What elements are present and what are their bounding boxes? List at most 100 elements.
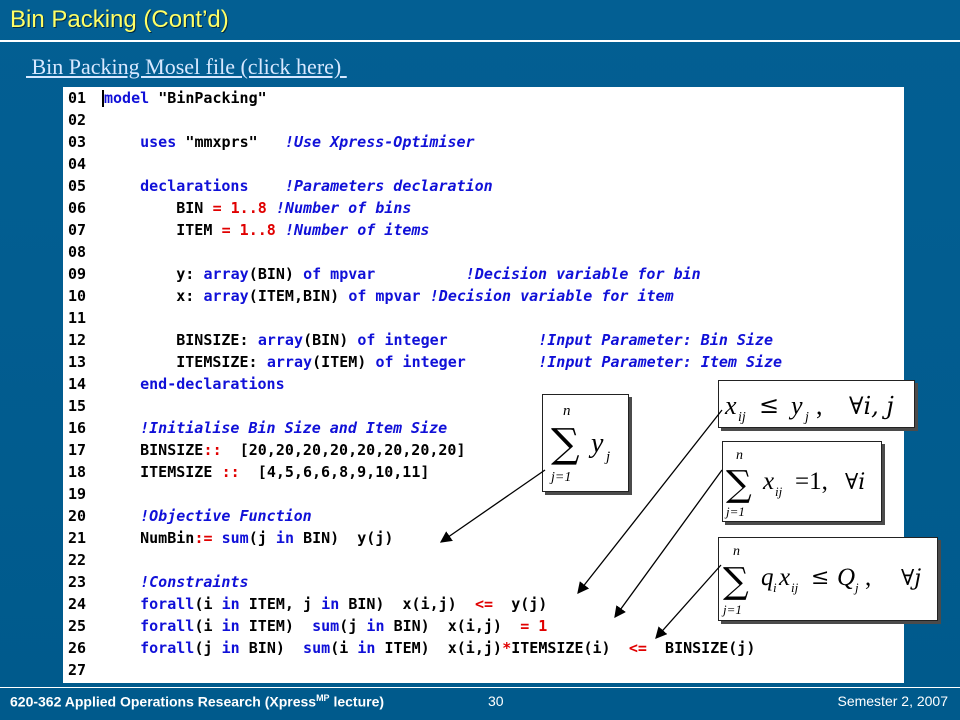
code-keyword: array — [257, 353, 313, 371]
line-number: 14 — [68, 375, 87, 393]
code-line: 05 declarations !Parameters declaration — [63, 175, 904, 197]
code-line: 07 ITEM = 1..8 !Number of items — [63, 219, 904, 241]
line-number: 27 — [68, 661, 87, 679]
line-number: 03 — [68, 133, 87, 151]
code-operator: = 1..8 — [203, 199, 267, 217]
code-keyword: array — [194, 287, 249, 305]
forall-quantifier: ∀j — [901, 566, 921, 591]
sum-lower-limit: j=1 — [721, 602, 742, 617]
code-text: ITEM) — [239, 617, 294, 635]
code-keyword: array — [248, 331, 303, 349]
code-text: BIN) y(j) — [294, 529, 394, 547]
code-text: x: — [104, 287, 195, 305]
x-subscript: ij — [738, 410, 746, 425]
line-number: 19 — [68, 485, 87, 503]
code-keyword: in — [266, 529, 294, 547]
formula-assignment-svg: n ∑ j=1 x ij =1, ∀i — [724, 448, 865, 519]
code-text: ITEM, j — [239, 595, 312, 613]
code-line: 14 end-declarations — [63, 373, 904, 395]
sigma-symbol: ∑ — [723, 561, 749, 602]
code-line: 10 x: array(ITEM,BIN) of mpvar !Decision… — [63, 285, 904, 307]
code-keyword: of integer — [366, 353, 466, 371]
x-subscript: ij — [775, 484, 783, 499]
code-line: 18 ITEMSIZE :: [4,5,6,6,8,9,10,11] — [63, 461, 904, 483]
code-text: y(j) — [493, 595, 548, 613]
y-var: y — [788, 391, 803, 420]
code-line: 22 — [63, 549, 904, 571]
x-var: x — [724, 391, 737, 420]
code-text: (i — [194, 595, 213, 613]
code-keyword: in — [312, 595, 340, 613]
line-number: 15 — [68, 397, 87, 415]
text-caret — [102, 90, 104, 107]
line-number: 05 — [68, 177, 87, 195]
code-line: 16 !Initialise Bin Size and Item Size — [63, 417, 904, 439]
code-text: "BinPacking" — [149, 89, 267, 107]
x-var: x — [762, 468, 774, 495]
sum-lower-limit: j=1 — [724, 504, 745, 519]
code-comment: !Input Parameter: Item Size — [466, 353, 783, 371]
mosel-file-link[interactable]: Bin Packing Mosel file (click here) — [26, 54, 347, 79]
code-comment: !Initialise Bin Size and Item Size — [104, 419, 448, 437]
code-text: BIN) x(i,j) — [384, 617, 502, 635]
code-operator: <= — [456, 595, 494, 613]
code-text: ITEMSIZE(i) — [511, 639, 611, 657]
code-text: y: — [104, 265, 195, 283]
code-keyword: sum — [212, 529, 249, 547]
code-text: ITEMSIZE — [104, 463, 213, 481]
formula-objective: n ∑ j=1 y j — [542, 394, 629, 492]
line-number: 23 — [68, 573, 87, 591]
code-text: BIN) — [239, 639, 285, 657]
forall-quantifier: ∀i, j — [849, 392, 894, 420]
code-line: 06 BIN = 1..8 !Number of bins — [63, 197, 904, 219]
code-comment: !Number of items — [275, 221, 430, 239]
code-line: 02 — [63, 109, 904, 131]
code-keyword: forall — [104, 595, 195, 613]
line-number: 22 — [68, 551, 87, 569]
line-number: 04 — [68, 155, 87, 173]
line-number: 11 — [68, 309, 87, 327]
footer-semester: Semester 2, 2007 — [837, 693, 948, 709]
code-keyword: of mpvar — [339, 287, 421, 305]
le-sign: ≤ — [811, 565, 829, 590]
comma: , — [816, 391, 823, 420]
sum-upper-limit: n — [733, 544, 740, 559]
code-text: [4,5,6,6,8,9,10,11] — [239, 463, 430, 481]
footer-course-sup: MP — [316, 693, 330, 703]
code-comment: !Number of bins — [266, 199, 412, 217]
code-comment: !Input Parameter: Bin Size — [447, 331, 773, 349]
code-text: (i — [330, 639, 349, 657]
code-text: (BIN) — [248, 265, 294, 283]
code-keyword: in — [212, 595, 240, 613]
y-subscript: j — [604, 449, 610, 465]
code-text: NumBin — [104, 529, 195, 547]
le-sign: ≤ — [759, 391, 779, 419]
line-number: 18 — [68, 463, 87, 481]
comma: , — [865, 564, 871, 591]
sum-upper-limit: n — [563, 403, 571, 419]
code-line: 08 — [63, 241, 904, 263]
sum-lower-limit: j=1 — [549, 470, 571, 485]
code-text: (j — [339, 617, 358, 635]
code-operator: = 1 — [502, 617, 548, 635]
code-keyword: sum — [294, 617, 340, 635]
code-keyword: model — [104, 89, 150, 107]
sigma-symbol: ∑ — [551, 421, 580, 467]
y-term: y — [588, 428, 604, 459]
title-divider — [0, 40, 960, 42]
forall-quantifier: ∀i — [845, 470, 865, 495]
code-keyword: of mpvar — [294, 265, 376, 283]
line-number: 07 — [68, 221, 87, 239]
Q-subscript: j — [853, 580, 859, 595]
formula-assignment: n ∑ j=1 x ij =1, ∀i — [722, 441, 882, 522]
code-line: 04 — [63, 153, 904, 175]
code-keyword: of integer — [348, 331, 448, 349]
code-text: BINSIZE: — [104, 331, 249, 349]
line-number: 12 — [68, 331, 87, 349]
code-operator: = 1..8 — [212, 221, 276, 239]
line-number: 13 — [68, 353, 87, 371]
formula-linking: x ij ≤ y j , ∀i, j — [718, 380, 915, 428]
code-keyword: forall — [104, 617, 195, 635]
x-var: x — [778, 564, 790, 591]
